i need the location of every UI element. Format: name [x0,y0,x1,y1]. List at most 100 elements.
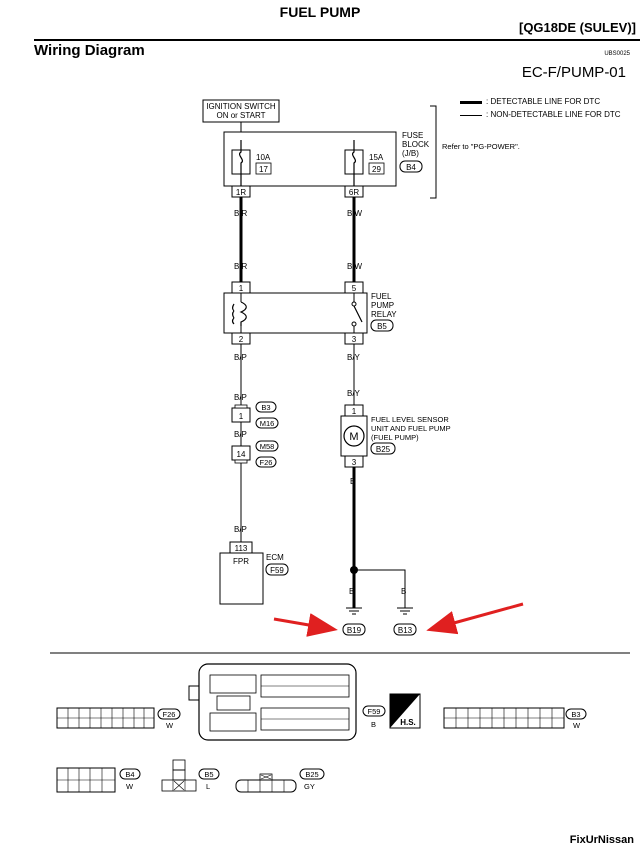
fuse-right-number: 29 [372,165,381,174]
fuel-pump-unit: 1 M 3 [340,404,368,468]
connector-view-b5: B5 L [161,759,220,792]
ignition-label-2: ON or START [216,111,265,120]
b25-view-color: GY [304,782,315,791]
wire-label-right-pump-out: B [350,477,355,486]
wire-label-left-ecm: B/P [234,525,247,534]
m58-female-label: F26 [260,458,273,467]
wire-label-ground-left: B [349,587,354,596]
f26-view-name: F26 [163,710,176,719]
ecm-module: 113 FPR ECM F59 [219,541,289,605]
ground-b13: B13 [393,607,417,636]
relay-name-2: PUMP [371,301,394,310]
doc-reference: UBS0025 [604,51,630,57]
wire-label-right-mid: B/W [347,262,363,271]
fuse-left-number: 17 [259,165,268,174]
m58-male-label: M58 [260,442,275,451]
connector-view-b3: B3 W [443,707,587,730]
diagram-id: EC-F/PUMP-01 [521,64,626,81]
motor-icon [343,425,365,447]
legend-detectable-text: : DETECTABLE LINE FOR DTC [486,97,601,106]
ecm-pin: 113 [235,544,248,553]
header-rule [34,39,640,41]
fuse-left-rating: 10A [256,153,271,162]
connector-view-f59: F59 B [188,663,386,741]
hs-badge: H.S. [389,693,421,729]
b25-view-name: B25 [305,770,318,779]
ground-b19: B19 [342,607,366,636]
b4-view-color: W [126,782,134,791]
b3-male-label: B3 [261,403,270,412]
f59-view-color: B [371,720,376,729]
b3-pin: 1 [239,412,244,421]
wire-label-left-m16: B/P [234,430,247,439]
inline-connector-b3-m16: 1 B3 M16 [231,401,279,429]
ignition-switch: IGNITION SWITCH ON or START [202,99,280,123]
connector-view-b25: B25 GY [235,768,325,793]
fuel-pump-relay: 1 5 2 3 [223,281,368,345]
relay-pin-br: 3 [352,335,357,344]
connector-view-b4: B4 W [56,767,141,793]
page-title: FUEL PUMP [279,4,361,20]
f59-view-name: F59 [368,707,381,716]
fuse-block: 10A 17 15A 29 1R 6R [223,131,397,198]
relay-pin-tl: 1 [239,284,244,293]
wire-label-right-after-relay: B/Y [347,353,361,362]
b5-view-color: L [206,782,210,791]
section-title: Wiring Diagram [34,42,145,59]
b3-female-label: M16 [260,419,275,428]
ground-left-label: B19 [347,626,362,635]
callout-arrow-right [426,602,524,635]
wire-label-right-top: B/W [347,209,363,218]
motor-label: M [349,431,358,443]
relay-name-3: RELAY [371,310,397,319]
pump-name-1: FUEL LEVEL SENSOR [371,415,449,424]
wire-ground-right [354,569,406,608]
pump-pin-top: 1 [352,407,357,416]
fuse-right-icon [351,140,357,186]
fuse-right-terminal: 6R [349,188,359,197]
relay-pin-bl: 2 [239,335,244,344]
b4-view-name: B4 [125,770,134,779]
wire-label-left-top: B/R [234,209,248,218]
fuse-block-name-3: (J/B) [402,149,419,158]
fuse-block-name-1: FUSE [402,131,423,140]
fuse-block-connector-badge [399,160,423,173]
pump-name-3: (FUEL PUMP) [371,433,419,442]
legend-non-detectable-swatch [460,115,482,116]
fuse-block-connector: B4 [406,163,416,172]
fuse-block-bracket [430,105,437,199]
inline-connector-m58-f26: 14 M58 F26 [231,440,279,468]
relay-switch-icon [353,305,363,323]
pump-name-2: UNIT AND FUEL PUMP [371,424,451,433]
m58-pin: 14 [237,450,246,459]
relay-name-1: FUEL [371,292,392,301]
f26-view-color: W [166,721,174,730]
ecm-connector: F59 [270,566,284,575]
fuse-right-rating: 15A [369,153,384,162]
wire-label-left-after-relay: B/P [234,353,247,362]
callout-arrow-left [273,613,338,637]
ground-right-label: B13 [398,626,413,635]
ecm-label: ECM [266,553,284,562]
fuse-left-terminal: 1R [236,188,246,197]
relay-pin-tr: 5 [352,284,357,293]
b5-view-name: B5 [204,770,213,779]
connector-view-f26: F26 W [56,707,181,730]
legend-detectable-swatch [460,101,482,104]
b3-view-name: B3 [571,710,580,719]
relay-connector: B5 [377,322,387,331]
legend-non-detectable-text: : NON-DETECTABLE LINE FOR DTC [486,110,621,119]
ecm-terminal: FPR [233,557,249,566]
wire-label-ground-right: B [401,587,406,596]
fuse-block-name-2: BLOCK [402,140,430,149]
relay-connector-badge [370,319,394,332]
wire-label-left-b3: B/P [234,393,247,402]
watermark: FixUrNissan [569,834,634,846]
fuse-block-refer: Refer to "PG-POWER". [442,142,520,151]
wire-label-left-mid: B/R [234,262,248,271]
fuse-left-icon [238,140,244,186]
hs-label: H.S. [400,718,416,727]
pump-pin-bottom: 3 [352,458,357,467]
pump-connector: B25 [376,445,391,454]
